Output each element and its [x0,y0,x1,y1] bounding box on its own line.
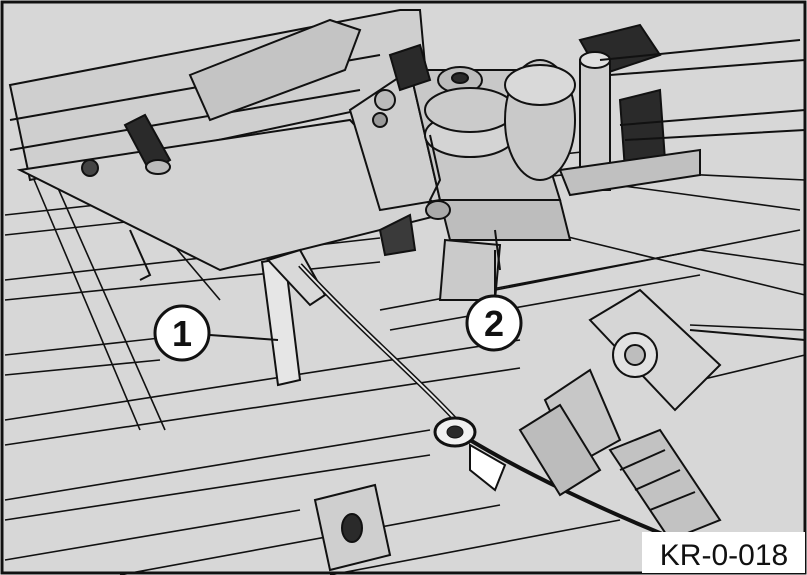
callout-1-leader [209,334,279,341]
callout-1-label: 1 [172,313,192,354]
reference-code: KR-0-018 [660,539,788,572]
callout-2-circle [465,294,523,352]
floor-clip [313,483,392,572]
adjuster-knob [81,113,172,177]
seat-mechanism-bracket [348,66,572,301]
callout-2-label: 2 [484,303,504,344]
reference-code-box: KR-0-018 [642,532,805,573]
upper-housing [8,9,442,281]
release-lever [260,248,327,387]
cable-tensioner [518,288,806,542]
callout-1-circle [153,304,211,362]
callout-1: 1 [153,304,279,362]
springs-and-rollers [378,23,806,257]
callout-2: 2 [465,250,523,352]
